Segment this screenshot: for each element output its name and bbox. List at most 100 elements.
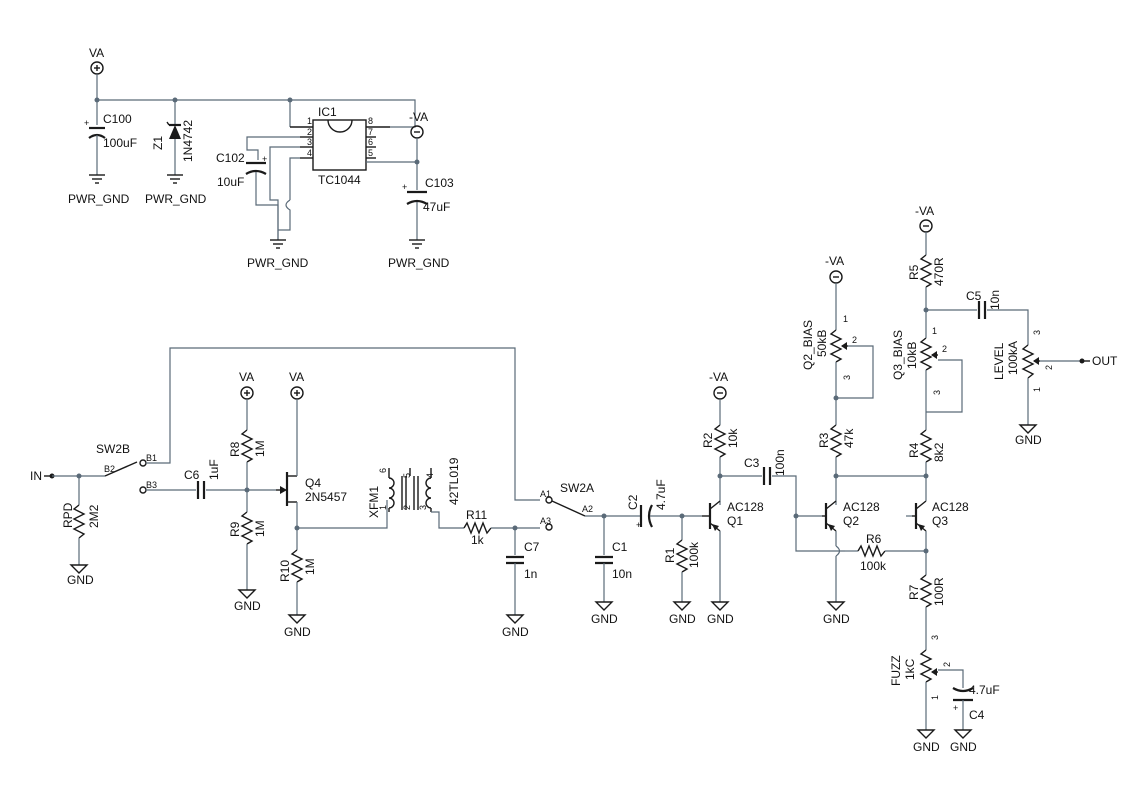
fuzz-value: 1kC [903, 658, 917, 680]
xfm-pin: 1 [378, 505, 388, 510]
gnd-label: GND [284, 625, 311, 639]
gnd-symbol: GND [913, 729, 940, 754]
resistor-r8: R8 1M [228, 399, 267, 490]
r6-ref: R6 [866, 532, 882, 546]
va-symbol: VA [89, 46, 104, 75]
input-section: IN RPD 2M2 GND SW2B B2 B1 B3 C6 1uF [30, 347, 630, 639]
c2-ref: C2 [626, 494, 640, 510]
va-symbol: VA [239, 370, 254, 400]
c6-ref: C6 [184, 468, 200, 482]
svg-text:+: + [953, 703, 958, 713]
gnd-label: GND [1015, 433, 1042, 447]
power-supply-section: VA + C100 100uF PWR_GND Z1 1N4742 PWR_GN… [68, 46, 454, 270]
capacitor-c103: + C103 47uF [402, 176, 454, 240]
ground-symbol: PWR_GND [68, 174, 130, 206]
r7-value: 100R [932, 577, 946, 606]
r10-value: 1M [303, 558, 317, 575]
gnd-symbol: GND [284, 614, 311, 639]
r2-ref: R2 [701, 432, 715, 448]
ic-pin: 2 [307, 127, 312, 137]
r4-value: 8k2 [932, 442, 946, 462]
c6-value: 1uF [207, 459, 221, 480]
pot-pin: 3 [842, 375, 852, 380]
va-label: VA [289, 370, 304, 384]
svg-text:+: + [84, 118, 89, 128]
r1-value: 100k [687, 541, 701, 568]
ic1-value: TC1044 [318, 173, 361, 187]
r3-value: 47k [842, 428, 856, 448]
q3-bias-value: 10kB [905, 342, 919, 369]
pwr-gnd-label: PWR_GND [388, 256, 450, 270]
neg-va-label: -VA [825, 254, 844, 268]
resistor-r3: R3 47k [817, 398, 856, 505]
pwr-gnd-label: PWR_GND [145, 192, 207, 206]
c103-value: 47uF [423, 200, 450, 214]
ic-pin: 8 [368, 116, 373, 126]
fuzz-ref: FUZZ [889, 655, 903, 686]
c100-value: 100uF [103, 136, 137, 150]
ground-symbol: PWR_GND [145, 174, 207, 206]
neg-va-symbol: -VA [825, 254, 844, 284]
c103-ref: C103 [425, 176, 454, 190]
c3-ref: C3 [744, 456, 760, 470]
c1-ref: C1 [612, 540, 628, 554]
transformer-xfm1: XFM1 42TL019 1 2 4 6 5 3 [367, 457, 461, 518]
capacitor-c100: + C100 100uF [84, 100, 137, 175]
c1-value: 10n [612, 567, 632, 581]
ground-symbol: PWR_GND [247, 239, 309, 270]
switch-sw2b: SW2B B2 B1 B3 [96, 442, 157, 494]
pot-pin: 1 [932, 326, 937, 336]
zener-diode-z1: Z1 1N4742 [151, 120, 195, 175]
xfm1-value: 42TL019 [447, 457, 461, 505]
svg-text:+: + [402, 182, 407, 192]
q1-ref: Q1 [727, 514, 743, 528]
gnd-symbol: GND [1015, 424, 1042, 447]
q2-value: AC128 [843, 500, 880, 514]
capacitor-c3: C3 100n [744, 449, 787, 485]
pot-pin: 1 [930, 695, 940, 700]
c7-value: 1n [524, 567, 537, 581]
resistor-r11: R11 1k [463, 508, 492, 547]
resistor-r9: R9 1M [228, 490, 267, 590]
sw2b-pin-b3: B3 [146, 480, 157, 490]
capacitor-c2: + C2 4.7uF [626, 479, 668, 530]
sw2a-ref: SW2A [560, 481, 594, 495]
r9-ref: R9 [228, 521, 242, 537]
c7-ref: C7 [524, 540, 540, 554]
gnd-label: GND [913, 740, 940, 754]
resistor-r1: R1 100k [663, 516, 701, 602]
neg-va-symbol: -VA [915, 204, 934, 233]
pot-pin: 2 [942, 344, 947, 354]
gnd-label: GND [591, 612, 618, 626]
resistor-rpd: RPD 2M2 [61, 476, 101, 565]
r8-ref: R8 [228, 441, 242, 457]
ic1-ref: IC1 [318, 105, 337, 119]
q3-bias-ref: Q3_BIAS [891, 330, 905, 380]
gnd-symbol: GND [669, 601, 696, 626]
xfm-pin: 5 [402, 473, 412, 478]
r8-value: 1M [253, 440, 267, 457]
gnd-label: GND [707, 612, 734, 626]
q2-ref: Q2 [843, 514, 859, 528]
r3-ref: R3 [817, 432, 831, 448]
c3-value: 100n [773, 449, 787, 476]
ic-pin: 4 [307, 148, 312, 158]
z1-ref: Z1 [151, 136, 165, 150]
r11-ref: R11 [466, 508, 487, 522]
neg-va-label: -VA [915, 204, 934, 218]
pwr-gnd-label: PWR_GND [247, 256, 309, 270]
ground-symbol: PWR_GND [388, 239, 450, 270]
c102-value: 10uF [217, 175, 244, 189]
gnd-symbol: GND [823, 601, 850, 626]
c4-ref: C4 [969, 708, 985, 722]
gnd-label: GND [502, 625, 529, 639]
pot-pin: 3 [1032, 330, 1042, 335]
q4-value: 2N5457 [305, 490, 347, 504]
q3-value: AC128 [932, 500, 969, 514]
pot-pin: 1 [1032, 387, 1042, 392]
capacitor-c1: C1 10n [595, 516, 632, 602]
resistor-r6: R6 100k [845, 532, 926, 573]
capacitor-c6: C6 1uF [184, 459, 221, 499]
sw2a-pin-a3: A3 [540, 516, 551, 526]
